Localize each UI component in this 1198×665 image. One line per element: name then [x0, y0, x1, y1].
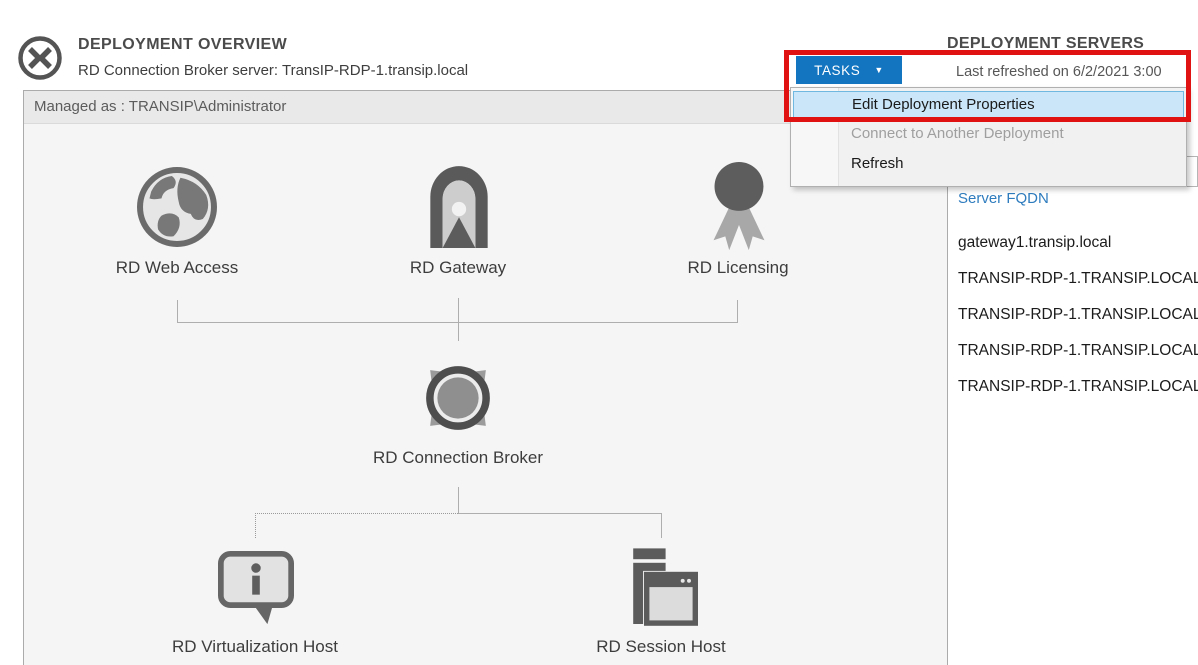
server-row[interactable]: gateway1.transip.local: [958, 234, 1112, 251]
info-bubble-icon[interactable]: [216, 550, 296, 626]
chevron-down-icon: ▼: [874, 65, 884, 75]
node-rd-virtualization-host[interactable]: RD Virtualization Host: [172, 637, 338, 656]
column-header-server-fqdn[interactable]: Server FQDN: [958, 190, 1049, 207]
connector-line: [177, 322, 738, 323]
node-rd-licensing[interactable]: RD Licensing: [687, 258, 789, 277]
last-refreshed-text: Last refreshed on 6/2/2021 3:00: [956, 64, 1162, 80]
globe-icon[interactable]: [134, 164, 220, 250]
rds-circle-arrows-icon: [18, 36, 62, 80]
menu-item-connect-to-another-deployment: Connect to Another Deployment: [851, 125, 1064, 142]
server-row[interactable]: TRANSIP-RDP-1.TRANSIP.LOCAL: [958, 270, 1198, 287]
windows-stack-icon[interactable]: [626, 548, 698, 628]
server-row[interactable]: TRANSIP-RDP-1.TRANSIP.LOCAL: [958, 342, 1198, 359]
node-rd-session-host[interactable]: RD Session Host: [596, 637, 726, 656]
tasks-button-label: TASKS: [814, 62, 861, 78]
connector-line: [177, 300, 178, 322]
server-row[interactable]: TRANSIP-RDP-1.TRANSIP.LOCAL: [958, 378, 1198, 395]
page-subtitle: RD Connection Broker server: TransIP-RDP…: [78, 62, 469, 79]
menu-item-refresh[interactable]: Refresh: [851, 155, 904, 172]
connector-line: [661, 513, 662, 538]
node-rd-web-access[interactable]: RD Web Access: [115, 258, 239, 277]
page-title: DEPLOYMENT OVERVIEW: [78, 36, 288, 53]
connector-line: [458, 298, 459, 341]
node-rd-connection-broker[interactable]: RD Connection Broker: [372, 448, 544, 467]
connector-line-dotted: [255, 513, 256, 538]
connector-line: [458, 487, 459, 513]
tasks-button[interactable]: TASKS ▼: [796, 56, 902, 84]
gateway-arch-icon[interactable]: [426, 162, 492, 248]
menu-item-edit-deployment-properties[interactable]: Edit Deployment Properties: [793, 91, 1184, 118]
server-row[interactable]: TRANSIP-RDP-1.TRANSIP.LOCAL: [958, 306, 1198, 323]
connector-line: [458, 513, 661, 514]
connector-line: [737, 300, 738, 322]
broker-arrows-icon[interactable]: [413, 353, 503, 443]
connector-line-dotted: [255, 513, 458, 514]
tasks-dropdown-menu: Edit Deployment Properties Connect to An…: [790, 87, 1187, 187]
servers-panel-title: DEPLOYMENT SERVERS: [947, 35, 1145, 52]
node-rd-gateway[interactable]: RD Gateway: [409, 258, 507, 277]
award-ribbon-icon[interactable]: [701, 160, 777, 254]
